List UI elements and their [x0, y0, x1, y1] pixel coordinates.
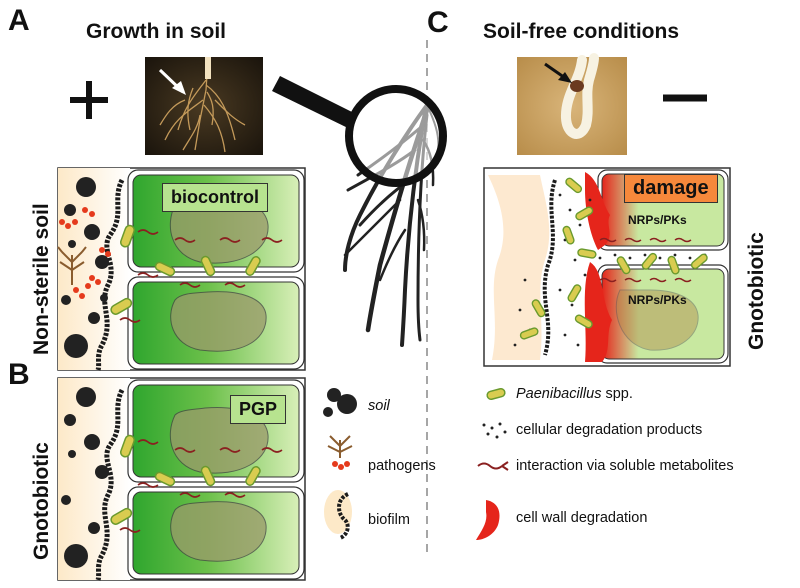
- bacteria-group-b: [110, 434, 261, 525]
- biofilm-c: [542, 179, 557, 356]
- label-biocontrol: biocontrol: [162, 183, 268, 212]
- soil-particle: [64, 414, 76, 426]
- cell-wall-degradation-legend-icon: [476, 500, 500, 540]
- root-photo-soil-free: [517, 53, 627, 155]
- soil-particle: [84, 224, 100, 240]
- legend-soil: soil: [368, 398, 390, 414]
- plus-icon: [70, 81, 108, 119]
- panel-a-box: [57, 167, 306, 371]
- metabolite-signals-b: [119, 439, 283, 533]
- panel-c-title: Soil-free conditions: [483, 20, 680, 43]
- pathogen-legend-icon: [327, 435, 353, 470]
- label-damage: damage: [624, 174, 718, 203]
- pathogen-spores-a: [59, 207, 111, 299]
- soil-particle: [76, 387, 96, 407]
- soil-particle: [61, 295, 71, 305]
- bacteria-group-a: [110, 224, 261, 315]
- soil-particle: [76, 177, 96, 197]
- interaction-legend-icon: [477, 461, 509, 471]
- nucleus-lower-c: [615, 289, 699, 351]
- panel-c-box: [483, 167, 731, 367]
- legend-interaction: interaction via soluble metabolites: [516, 458, 734, 474]
- magnifier-icon: [272, 76, 447, 187]
- bacteria-group-c: [519, 177, 708, 340]
- panel-letter-a: A: [8, 4, 30, 37]
- metabolite-signals-a: [119, 229, 283, 323]
- root-exudate-c: [488, 175, 550, 360]
- biofilm-a: [95, 178, 125, 371]
- paenibacillus-legend-icon: [486, 387, 506, 401]
- legend-paenibacillus: Paenibacillus spp.: [516, 386, 633, 402]
- legend-pathogens: pathogens: [368, 458, 436, 474]
- nucleus-lower-b: [170, 501, 267, 562]
- panel-a-title: Growth in soil: [86, 20, 226, 43]
- soil-particle: [64, 544, 88, 568]
- legend-cell-wall-degradation: cell wall degradation: [516, 510, 648, 526]
- cell-wall-damage-upper: [585, 172, 610, 250]
- legend-paenibacillus-suffix: spp.: [601, 386, 633, 402]
- degradation-products-legend-icon: [482, 422, 507, 439]
- soil-particle: [68, 240, 76, 248]
- soil-particle: [95, 465, 109, 479]
- soil-particle: [95, 255, 109, 269]
- metabolite-signals-c: [599, 237, 692, 283]
- soil-particle: [88, 522, 100, 534]
- soil-particle: [64, 204, 76, 216]
- soil-particle: [68, 450, 76, 458]
- label-nrps-pks-lower: NRPs/PKs: [628, 293, 687, 307]
- legend-paenibacillus-genus: Paenibacillus: [516, 386, 602, 402]
- legend-biofilm: biofilm: [368, 512, 410, 528]
- panel-letter-b: B: [8, 358, 30, 391]
- cell-wall-damage-lower: [584, 262, 612, 362]
- soil-particle: [64, 334, 88, 358]
- label-pgp: PGP: [230, 395, 287, 424]
- root-photo-soil: [145, 57, 263, 155]
- soil-legend-icon: [323, 388, 357, 417]
- panel-b-box: [57, 377, 306, 581]
- soil-particle: [88, 312, 100, 324]
- pathogen-hyphae-a: [57, 246, 87, 285]
- legend-degradation-products: cellular degradation products: [516, 422, 703, 438]
- soil-particle: [84, 434, 100, 450]
- biofilm-b: [95, 388, 125, 581]
- soil-particle: [61, 495, 71, 505]
- soil-particle: [100, 294, 108, 302]
- nucleus-lower-a: [170, 291, 267, 352]
- panel-letter-c: C: [427, 6, 449, 39]
- biofilm-legend-icon: [324, 490, 352, 540]
- label-nrps-pks-upper: NRPs/PKs: [628, 213, 687, 227]
